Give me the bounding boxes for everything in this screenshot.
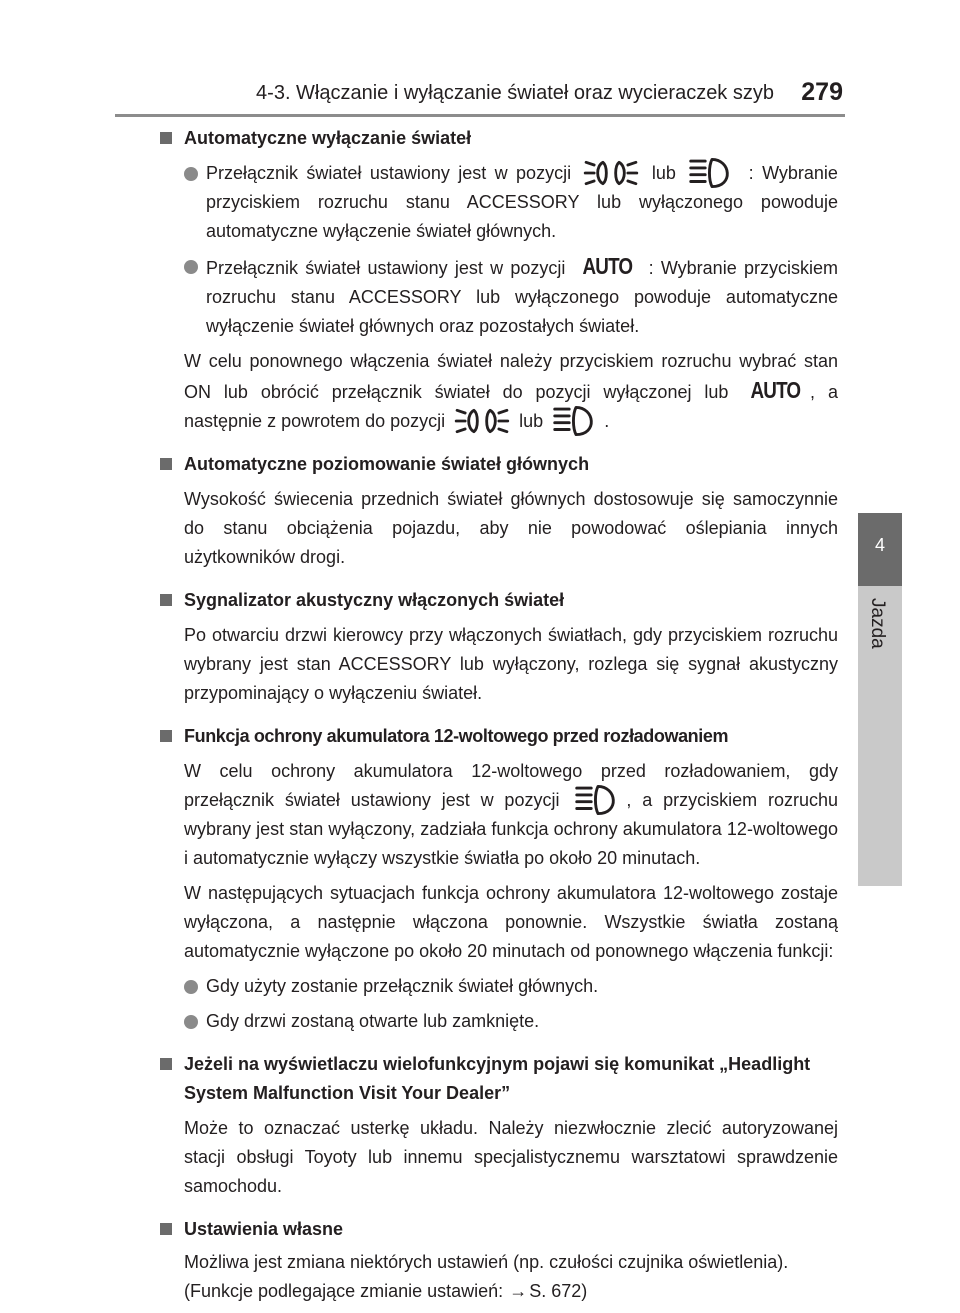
paragraph-leveling: Wysokość świecenia przednich świateł głó… [184,489,838,567]
headlights-icon [574,783,622,817]
text: Przełącznik świateł ustawiony jest w poz… [206,258,566,278]
section-heading-leveling: Automatyczne poziomowanie świateł główny… [160,450,838,479]
page-reference[interactable]: S. 672) [529,1281,588,1301]
paragraph-malfunction: Może to oznaczać usterkę układu. Należy … [184,1118,838,1196]
section-heading-customization: Ustawienia własne [160,1215,838,1244]
paragraph-buzzer: Po otwarciu drzwi kierowcy przy włączony… [184,625,838,703]
text: . [604,411,610,431]
section-title: 4-3. Włączanie i wyłączanie świateł oraz… [256,82,774,104]
bullet-battery-saver-1: Gdy użyty zostanie przełącznik świateł g… [184,972,838,1001]
page-content: Automatyczne wyłączanie świateł Przełącz… [0,118,960,1306]
section-heading-buzzer: Sygnalizator akustyczny włączonych świat… [160,586,838,615]
tail-lights-icon [454,405,510,437]
header-rule [115,114,845,117]
text: W celu ochrony akumulatora 12-woltowego … [184,761,838,810]
text: (Funkcje podlegające zmianie ustawień: [184,1281,504,1301]
headlights-icon [688,156,736,190]
paragraph-customization-1: Możliwa jest zmiana niektórych ustawień … [184,1252,789,1272]
chapter-label: Jazda [858,586,902,886]
text: lub [651,163,676,183]
page-header: 4-3. Włączanie i wyłączanie świateł oraz… [0,0,960,120]
chapter-number: 4 [874,535,885,555]
section-heading-battery-saver: Funkcja ochrony akumulatora 12-woltowego… [160,722,838,751]
text: lub [519,411,544,431]
paragraph-battery-saver-2: W następujących sytuacjach funkcja ochro… [184,883,838,961]
section-heading-auto-off: Automatyczne wyłączanie świateł [160,124,838,153]
paragraph-customization-2: (Funkcje podlegające zmianie ustawień:→S… [184,1277,838,1306]
chapter-name: Jazda [867,598,888,649]
section-heading-malfunction: Jeżeli na wyświetlaczu wielofunkcyjnym p… [160,1050,838,1108]
auto-icon: AUTO [582,253,633,279]
text: : Wybranie przyciskiem rozruchu stanu AC… [206,258,838,336]
bullet-auto-off-1: Przełącznik świateł ustawiony jest w poz… [184,156,838,246]
arrow-icon: → [509,1281,528,1301]
text: , [810,382,816,402]
page-number: 279 [801,78,843,106]
paragraph-battery-saver-1: W celu ochrony akumulatora 12-woltowego … [184,757,838,873]
bullet-battery-saver-2: Gdy drzwi zostaną otwarte lub zamknięte. [184,1007,838,1036]
text: : Wybranie przyciskiem rozruchu stanu AC… [206,163,838,241]
text: , a przyciskiem rozruchu wybrany jest st… [184,790,838,868]
paragraph-reenable: W celu ponownego włączenia świateł należ… [184,347,838,436]
tail-lights-icon [583,157,639,189]
text: Przełącznik świateł ustawiony jest w poz… [206,163,572,183]
text: a następnie z powrotem do pozycji [184,382,838,431]
bullet-auto-off-2: Przełącznik świateł ustawiony jest w poz… [184,252,838,341]
chapter-tab: 4 [858,513,902,586]
auto-icon: AUTO [750,377,802,403]
text: W celu ponownego włączenia świateł należ… [184,351,838,402]
headlights-icon [552,404,600,438]
